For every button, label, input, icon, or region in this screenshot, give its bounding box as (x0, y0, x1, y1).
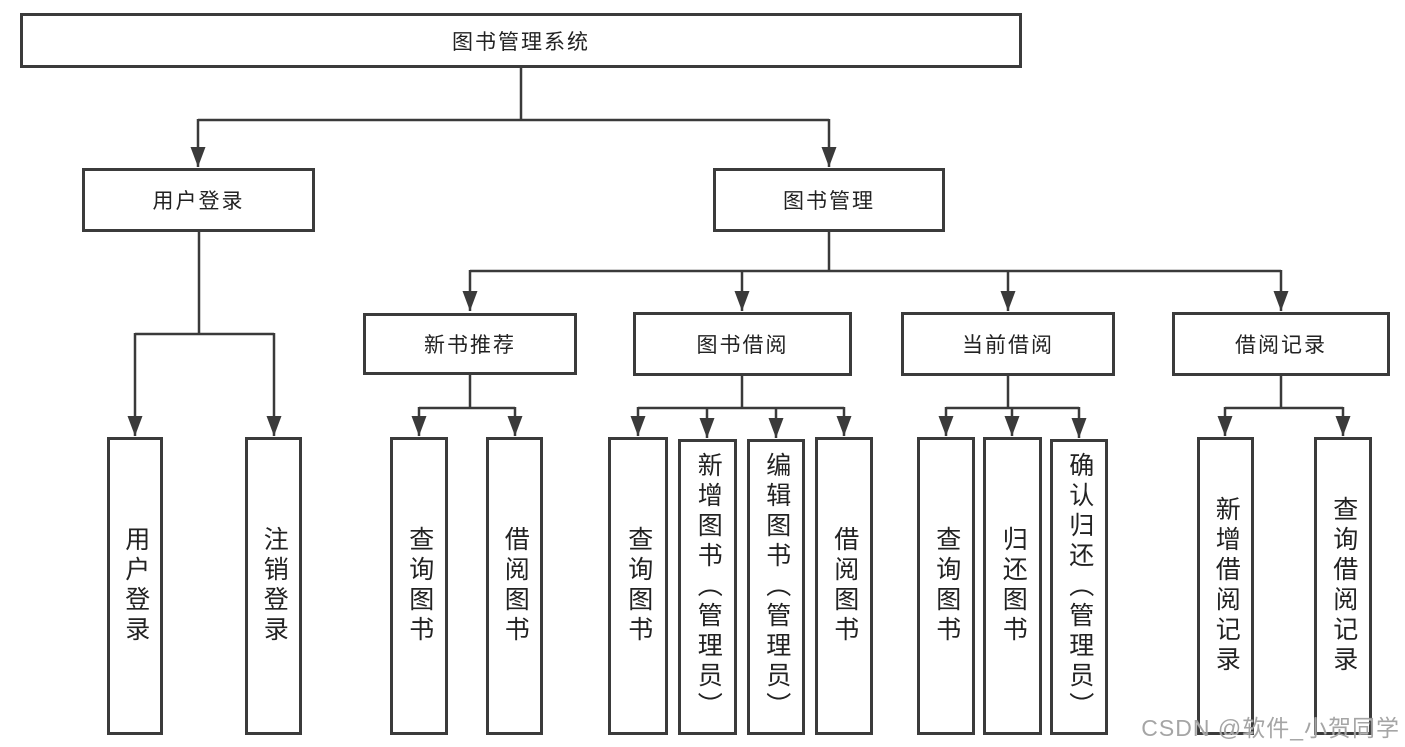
node-label: 借阅记录 (1235, 334, 1327, 357)
connector-book-management-children (462, 232, 1289, 311)
node-leaf-bb-add-books-admin: 新增图书（管理员） (678, 439, 737, 735)
connector-book-borrowing-children (630, 376, 852, 438)
node-leaf-nbr-query-books: 查询图书 (390, 437, 448, 735)
node-label: 当前借阅 (962, 334, 1054, 357)
connector-new-book-recommend-children (411, 375, 523, 436)
node-borrowing-records: 借阅记录 (1172, 312, 1390, 376)
node-leaf-br-add-borrow-record: 新增借阅记录 (1197, 437, 1254, 735)
node-leaf-cb-query-books: 查询图书 (917, 437, 975, 735)
node-label: 编辑图书（管理员） (762, 452, 791, 722)
connector-current-borrowing-children (938, 376, 1087, 438)
node-book-borrowing: 图书借阅 (633, 312, 852, 376)
node-leaf-br-query-borrow-record: 查询借阅记录 (1314, 437, 1372, 735)
csdn-watermark: CSDN @软件_小贺同学 (1141, 715, 1400, 741)
node-label: 用户登录 (152, 190, 245, 213)
node-user-login: 用户登录 (82, 168, 315, 232)
node-label: 新增图书（管理员） (694, 452, 723, 722)
node-label: 图书管理 (783, 190, 875, 213)
node-label: 用户登录 (121, 526, 150, 646)
node-leaf-nbr-borrow-books: 借阅图书 (486, 437, 543, 735)
connector-user-login-children (127, 232, 282, 436)
node-label: 图书管理系统 (452, 30, 590, 54)
node-book-management: 图书管理 (713, 168, 945, 232)
node-label: 借阅图书 (830, 526, 859, 646)
node-label: 查询图书 (624, 526, 653, 646)
node-label: 确认归还（管理员） (1065, 452, 1094, 722)
node-leaf-cb-confirm-return-admin: 确认归还（管理员） (1050, 439, 1108, 735)
node-label: 查询图书 (932, 526, 961, 646)
node-label: 查询图书 (405, 526, 434, 646)
node-current-borrowing: 当前借阅 (901, 312, 1115, 376)
node-leaf-bb-query-books: 查询图书 (608, 437, 668, 735)
node-leaf-logout: 注销登录 (245, 437, 302, 735)
node-label: 借阅图书 (501, 526, 530, 646)
node-leaf-cb-return-books: 归还图书 (983, 437, 1042, 735)
node-label: 查询借阅记录 (1329, 496, 1358, 676)
node-label: 归还图书 (999, 526, 1028, 646)
node-label: 注销登录 (260, 526, 289, 646)
node-label: 图书借阅 (696, 334, 789, 357)
node-leaf-bb-edit-books-admin: 编辑图书（管理员） (747, 439, 805, 735)
connector-borrowing-records-children (1217, 376, 1351, 436)
node-new-book-recommend: 新书推荐 (363, 313, 577, 375)
node-label: 新增借阅记录 (1212, 496, 1241, 676)
node-leaf-user-login: 用户登录 (107, 437, 163, 735)
node-leaf-bb-borrow-books: 借阅图书 (815, 437, 873, 735)
node-label: 新书推荐 (424, 334, 516, 357)
node-root-library-management-system: 图书管理系统 (20, 13, 1022, 68)
connector-root-to-level2 (190, 68, 837, 167)
